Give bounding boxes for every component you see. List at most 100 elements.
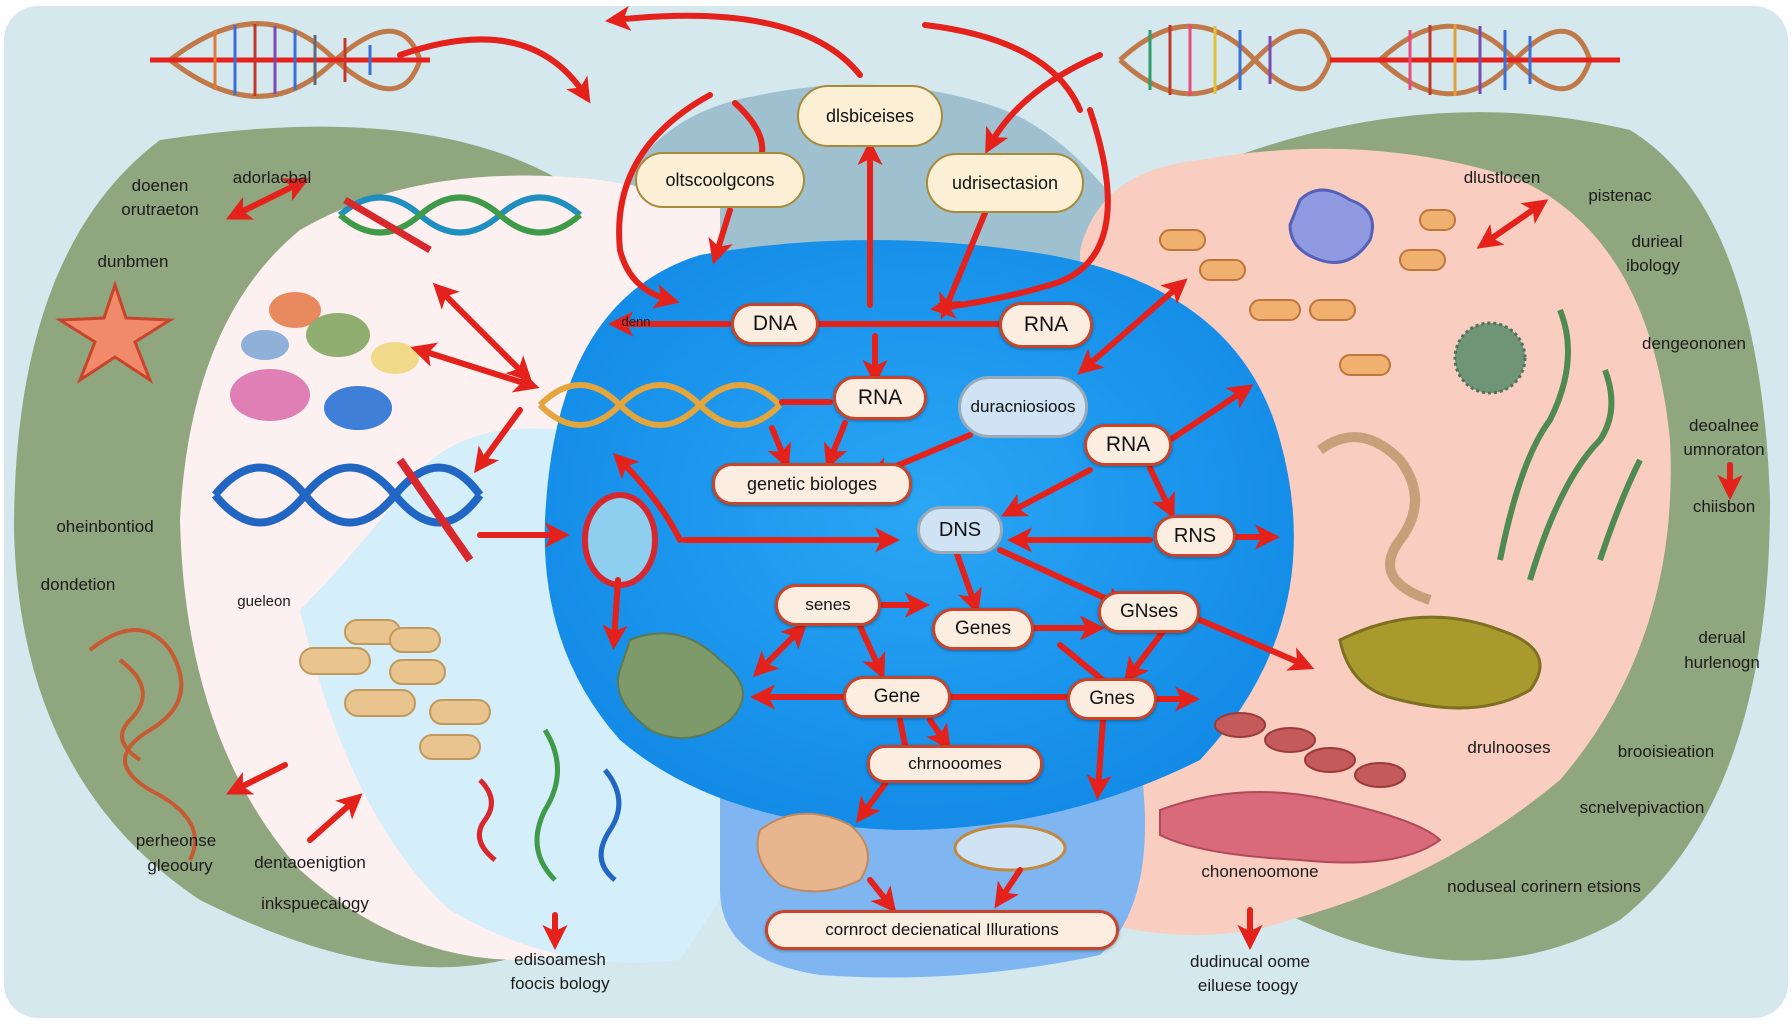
chromosome-cross-section (582, 492, 658, 588)
connector-arrow (307, 793, 363, 843)
node-dna[interactable]: DNA (731, 303, 819, 345)
connector-arrow (225, 762, 288, 795)
label-dentaoenigtion: dentaoenigtion (254, 853, 366, 872)
node-gnes[interactable]: Gnes (1067, 678, 1157, 720)
connector-arrow (612, 452, 683, 543)
red-striated-tissue (1159, 791, 1442, 864)
seagrass-strands (1497, 308, 1643, 581)
label-brooisieation: brooisieation (1617, 742, 1715, 761)
label-umnoraton: umnoraton (1683, 440, 1765, 459)
label-cheinbontiod: oheinbontiod (56, 517, 154, 536)
node-chromosomes[interactable]: chrnooomes (867, 745, 1043, 783)
node-genes[interactable]: Genes (932, 608, 1034, 650)
arrows-layer (225, 5, 1743, 951)
connector-arrow (922, 22, 1083, 113)
label-eiluese-toogy: eiluese toogy (1197, 976, 1299, 995)
node-senes[interactable]: senes (775, 584, 881, 626)
connector-arrow (954, 551, 982, 615)
label-denn: denn (621, 314, 651, 329)
connector-arrow (432, 282, 533, 383)
connector-arrow (1197, 617, 1315, 671)
dna-helix-top-left (150, 21, 430, 99)
connector-arrow (1123, 622, 1171, 684)
connector-arrow (1147, 465, 1175, 520)
connector-arrow (939, 210, 988, 320)
worm-olive (1338, 615, 1542, 710)
label-dengeononen: dengeononen (1641, 334, 1747, 353)
label-scnelvepivaction: scnelvepivaction (1579, 798, 1705, 817)
dna-helix-left-upper (338, 194, 582, 254)
label-deoalnee: deoalnee (1689, 416, 1759, 435)
label-adorlacbal: adorlacbal (232, 168, 312, 187)
connector-arrow (926, 717, 951, 751)
label-inkspuecalogy: inkspuecalogy (261, 894, 369, 913)
label-dlustlocen: dlustlocen (1463, 168, 1541, 187)
worm-tan (1317, 432, 1432, 605)
connector-arrow (767, 425, 791, 470)
label-gueleon: gueleon (237, 593, 291, 610)
connector-arrow (1086, 717, 1112, 801)
spindle-structure (953, 824, 1067, 872)
connector-arrow (604, 5, 863, 78)
dna-helix-left-middle (211, 457, 484, 563)
red-coiled-organism (88, 628, 197, 861)
label-dudinucal-oome: dudinucal oome (1189, 952, 1311, 971)
node-rna-right[interactable]: RNA (1084, 424, 1172, 466)
purple-protein-icon (1288, 188, 1374, 264)
connector-arrow (857, 623, 886, 680)
node-rns[interactable]: RNS (1154, 515, 1236, 557)
node-top-right[interactable]: udrisectasion (926, 153, 1084, 213)
connector-arrow (474, 407, 523, 474)
node-dns[interactable]: DNS (917, 506, 1003, 554)
connector-arrow (985, 52, 1103, 154)
label-chonenoomone: chonenoomone (1201, 862, 1319, 881)
label-derual: derual (1698, 628, 1746, 647)
node-gene[interactable]: Gene (843, 676, 951, 718)
protozoa-cluster (230, 292, 419, 430)
connector-arrow (930, 107, 1111, 319)
connector-arrow (997, 547, 1130, 611)
node-top-center[interactable]: dlsbiceises (797, 85, 943, 147)
dna-helix-center (537, 382, 783, 428)
spiky-green-cell (1453, 321, 1527, 395)
label-chiisbon: chiisbon (1692, 497, 1756, 516)
label-perheonse: perheonse (135, 831, 217, 850)
connector-arrow (897, 717, 908, 748)
label-durieal: durieal (1631, 232, 1683, 251)
label-edisoamesh: edisoamesh (514, 950, 606, 969)
node-genetic-biologes[interactable]: genetic biologes (712, 463, 912, 505)
label-dondetion: dondetion (40, 575, 116, 594)
bacteria-rods-left (299, 619, 491, 760)
connector-arrow (855, 781, 888, 824)
small-dna-strands (476, 728, 622, 882)
connector-arrow (1167, 384, 1254, 443)
node-rna-mid[interactable]: RNA (833, 376, 927, 420)
connector-arrow (602, 577, 628, 651)
node-duracniosioos[interactable]: duracniosioos (958, 376, 1088, 438)
connector-arrow (397, 36, 591, 104)
connector-arrow (1001, 467, 1093, 517)
top-dome (600, 84, 1180, 300)
node-gnses[interactable]: GNses (1098, 591, 1200, 633)
dna-helix-top-right-2 (1330, 23, 1620, 97)
connector-arrow (1077, 278, 1188, 375)
node-bottom-illustrations[interactable]: cornroct decienatical Illurations (765, 910, 1119, 950)
label-pistenac: pistenac (1588, 186, 1652, 205)
dna-helix-top-right-1 (1118, 23, 1333, 97)
green-cell-mass (617, 632, 744, 739)
label-noduseal-corinern-etsions: noduseal corinern etsions (1447, 877, 1641, 896)
connector-arrow (1476, 199, 1549, 249)
label-foocis-bology: foocis bology (510, 974, 610, 993)
starfish-icon (55, 280, 175, 384)
node-top-left[interactable]: oltscoolgcons (635, 152, 805, 208)
label-gleooury: gleooury (147, 856, 213, 875)
node-rna-top[interactable]: RNA (999, 302, 1093, 348)
connector-arrow (616, 92, 713, 309)
connector-arrow (824, 420, 848, 470)
connector-arrow (752, 622, 808, 678)
red-blood-cells (1214, 712, 1406, 788)
connector-arrow (225, 178, 310, 220)
label-ibology: ibology (1626, 256, 1680, 275)
bacteria-rods-right (1159, 209, 1456, 376)
label-drulnooses: drulnooses (1467, 738, 1551, 757)
